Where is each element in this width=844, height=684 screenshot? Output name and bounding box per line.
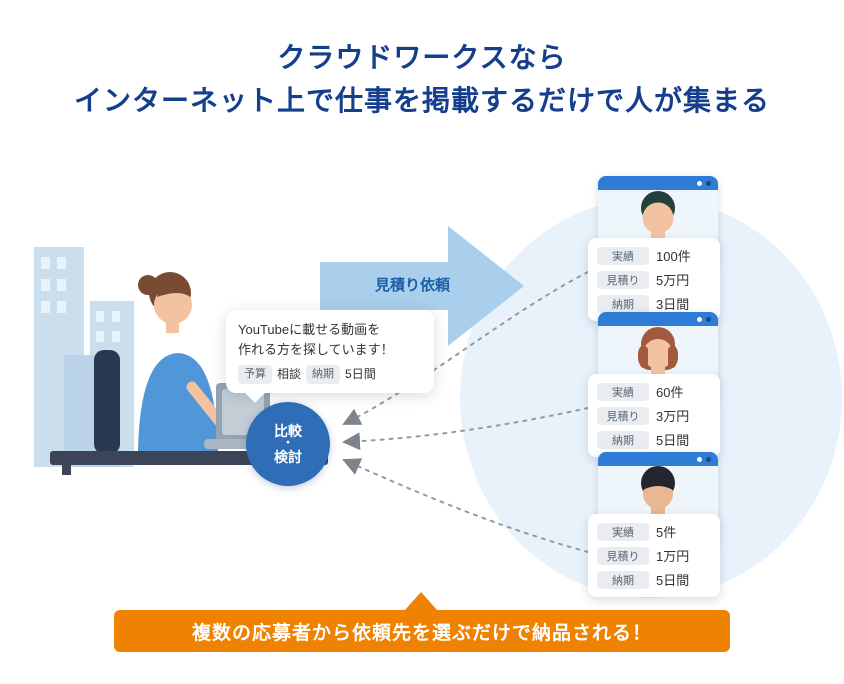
budget-value: 相談 [277,367,302,382]
window-control-dot-icon [706,180,711,186]
freelancer-card-3: 実績 5件 見積り 1万円 納期 5日間 [588,452,728,597]
quote-card: 実績 5件 見積り 1万円 納期 5日間 [588,514,720,597]
job-post-speech-bubble: YouTubeに載せる動画を 作れる方を探しています！ 予算 相談 納期 5日間 [226,310,434,393]
row-label-chip: 見積り [597,270,649,289]
quote-row: 実績 5件 [597,522,711,541]
bottom-banner-text: 複数の応募者から依頼先を選ぶだけで納品される！ [191,622,652,644]
title-line-1: クラウドワークスなら [277,42,567,73]
title-line-2: インターネット上で仕事を掲載するだけで人が集まる [73,85,770,117]
window-control-dot-icon [697,316,702,322]
row-value: 5日間 [656,433,690,448]
deadline-label-chip: 納期 [306,365,341,384]
job-post-text-line-2: 作れる方を探しています！ [238,341,394,357]
row-value: 5万円 [656,273,690,288]
row-value: 3日間 [656,297,690,312]
row-value: 3万円 [656,409,690,424]
quote-row: 実績 60件 [597,382,711,401]
estimate-request-label: 見積り依頼 [374,277,450,294]
client-illustration [34,247,328,475]
freelancer-card-1: 実績 100件 見積り 5万円 納期 3日間 [588,176,728,321]
banner-pointer-triangle [404,592,438,611]
quote-row: 実績 100件 [597,246,711,265]
quote-row: 見積り 5万円 [597,270,711,289]
row-label-chip: 納期 [597,430,649,449]
office-chair [94,350,120,454]
quote-row: 納期 5日間 [597,570,711,589]
quote-card: 実績 60件 見積り 3万円 納期 5日間 [588,374,720,457]
review-text: 検討 [274,449,302,465]
row-label-chip: 納期 [597,570,649,589]
client-person [138,272,238,451]
row-value: 1万円 [656,549,690,564]
page-title: クラウドワークスなら インターネット上で仕事を掲載するだけで人が集まる [0,36,844,123]
row-value: 100件 [656,249,691,264]
browser-title-bar [598,176,718,190]
quote-row: 見積り 3万円 [597,406,711,425]
deadline-value: 5日間 [345,367,376,382]
row-label-chip: 実績 [597,522,649,541]
quote-card: 実績 100件 見積り 5万円 納期 3日間 [588,238,720,321]
quote-row: 見積り 1万円 [597,546,711,565]
quote-row: 納期 5日間 [597,430,711,449]
job-post-tags: 予算 相談 納期 5日間 [238,365,422,384]
budget-label-chip: 予算 [238,365,272,384]
bottom-banner: 複数の応募者から依頼先を選ぶだけで納品される！ [114,610,730,652]
window-control-dot-icon [706,456,711,462]
row-label-chip: 実績 [597,246,649,265]
compare-text: 比較 [274,422,302,439]
row-value: 5件 [656,525,677,540]
freelancer-card-2: 実績 60件 見積り 3万円 納期 5日間 [588,312,728,457]
job-post-text-line-1: YouTubeに載せる動画を [238,322,381,337]
browser-title-bar [598,452,718,466]
row-value: 5日間 [656,573,690,588]
window-control-dot-icon [697,180,702,186]
row-label-chip: 実績 [597,382,649,401]
compare-review-badge: 比較 ・ 検討 [246,402,330,486]
window-control-dot-icon [706,316,711,322]
row-label-chip: 見積り [597,546,649,565]
row-value: 60件 [656,385,684,400]
row-label-chip: 見積り [597,406,649,425]
browser-title-bar [598,312,718,326]
window-control-dot-icon [697,456,702,462]
quote-row: 納期 3日間 [597,294,711,313]
row-label-chip: 納期 [597,294,649,313]
middle-dot: ・ [283,438,293,449]
